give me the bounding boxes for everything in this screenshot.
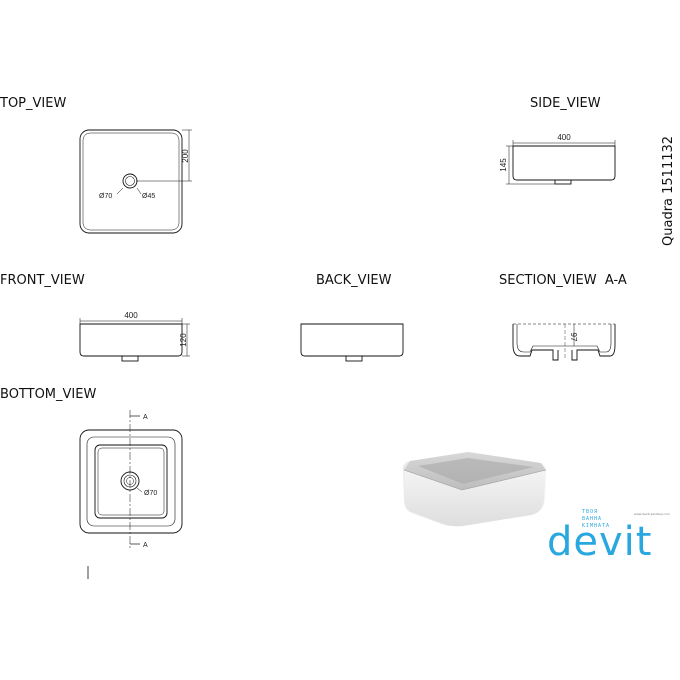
- back-view-title: BACK_VIEW: [316, 273, 392, 288]
- brand-tagline-1: ТВОЯ: [582, 509, 599, 515]
- top-view-title: TOP_VIEW: [0, 96, 67, 111]
- top-depth-dim: 200: [181, 149, 190, 163]
- top-hole-outer-dim: Ø70: [99, 193, 112, 200]
- side-height-dim: 145: [499, 158, 508, 172]
- top-hole-inner-dim: Ø45: [142, 193, 155, 200]
- section-depth-dim: 97: [569, 333, 578, 342]
- side-width-dim: 400: [557, 133, 571, 142]
- front-width-dim: 400: [124, 311, 138, 320]
- basin-render: [402, 452, 547, 527]
- bottom-hole-dim: Ø70: [144, 490, 157, 497]
- front-view-title: FRONT_VIEW: [0, 273, 85, 288]
- front-view-drawing: [79, 318, 190, 362]
- brand-website: www.devit-sanitary.com: [634, 512, 670, 516]
- bottom-view-title: BOTTOM_VIEW: [0, 387, 97, 402]
- bottom-view-drawing: [79, 410, 183, 579]
- section-mark-bottom: A: [143, 542, 148, 549]
- section-view-title: SECTION_VIEW A-A: [499, 273, 627, 288]
- section-view-drawing: [512, 323, 616, 361]
- brand-logo: devit: [547, 519, 653, 565]
- top-view-drawing: [79, 129, 192, 234]
- side-view-drawing: [506, 140, 616, 185]
- front-height-dim: 120: [179, 333, 188, 347]
- brand-tagline-3: КІМНАТА: [582, 523, 611, 529]
- back-view-drawing: [300, 323, 404, 362]
- side-view-title: SIDE_VIEW: [530, 96, 601, 111]
- section-mark-top: A: [143, 414, 148, 421]
- brand-tagline-2: ВАННА: [582, 516, 603, 522]
